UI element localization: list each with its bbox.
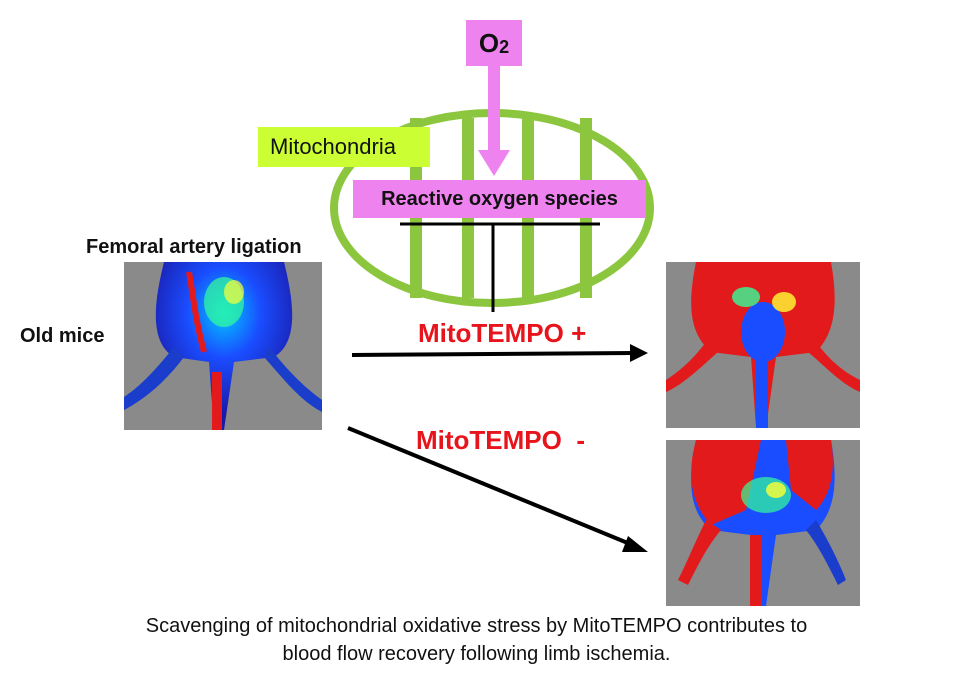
- mitotempo-plus-label: MitoTEMPO +: [418, 318, 587, 348]
- perfusion-image-mitotempo-plus: [666, 262, 860, 428]
- caption-line-2: blood flow recovery following limb ische…: [282, 643, 671, 665]
- arrow-plus-shaft: [351, 351, 636, 357]
- o2-label: O: [478, 27, 500, 58]
- o2-subscript: 2: [499, 36, 510, 57]
- mitotempo-minus-label: MitoTEMPO -: [416, 425, 585, 455]
- femoral-ligation-label: Femoral artery ligation: [86, 236, 302, 258]
- o2-arrow-shaft: [488, 66, 500, 156]
- arrow-minus-head: [622, 536, 648, 552]
- old-mice-label: Old mice: [20, 325, 105, 347]
- perfusion-image-mitotempo-minus: [666, 440, 860, 606]
- o2-arrow-head: [478, 150, 510, 176]
- arrow-plus-head: [630, 344, 648, 362]
- figure-caption: Scavenging of mitochondrial oxidative st…: [0, 612, 953, 668]
- ros-box: Reactive oxygen species: [353, 180, 646, 218]
- caption-line-1: Scavenging of mitochondrial oxidative st…: [145, 615, 808, 637]
- perfusion-image-baseline: [124, 262, 322, 430]
- arrow-minus-shaft: [347, 426, 636, 548]
- mitochondria-label: Mitochondria: [258, 127, 430, 167]
